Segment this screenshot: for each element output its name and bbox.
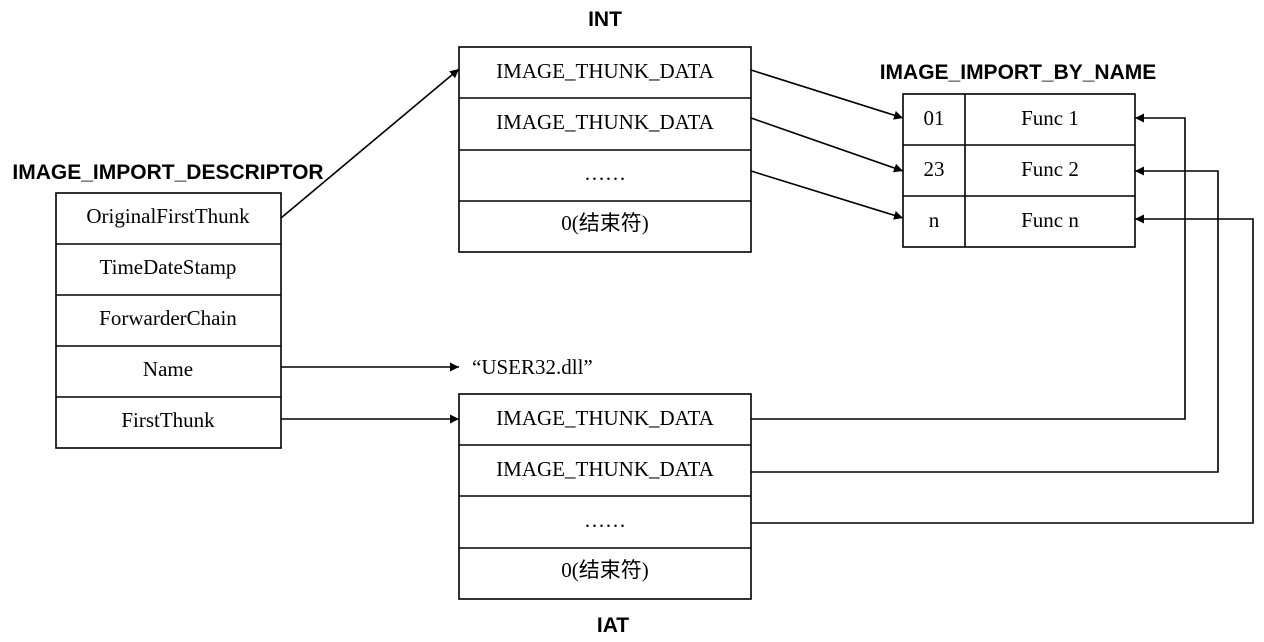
int-to-funcn-arrow	[750, 170, 904, 220]
int-row: IMAGE_THUNK_DATA	[496, 110, 714, 134]
import-by-name-box	[902, 93, 1136, 248]
int-table: IMAGE_THUNK_DATA IMAGE_THUNK_DATA …… 0(结…	[458, 46, 752, 253]
field-first-thunk: FirstThunk	[121, 408, 215, 432]
original-first-thunk-arrow	[280, 68, 460, 219]
field-time-date-stamp: TimeDateStamp	[100, 255, 237, 279]
iat-title: IAT	[597, 614, 629, 637]
hint-cell: 23	[924, 157, 945, 181]
descriptor-box	[55, 192, 282, 449]
iat-to-funcn-arrow	[751, 214, 1254, 524]
int-to-func2-arrow	[750, 117, 904, 173]
iat-row: 0(结束符)	[561, 558, 649, 582]
hint-cell: 01	[924, 106, 945, 130]
iat-row: ……	[584, 508, 626, 532]
int-row: 0(结束符)	[561, 211, 649, 235]
int-row: IMAGE_THUNK_DATA	[496, 59, 714, 83]
iat-to-func2-arrow	[751, 166, 1219, 473]
func-name-cell: Func 1	[1021, 106, 1079, 130]
int-to-func1-arrow	[750, 69, 904, 120]
iat-to-func1-arrow	[751, 113, 1186, 420]
descriptor-title: IMAGE_IMPORT_DESCRIPTOR	[12, 161, 323, 184]
import-by-name-title: IMAGE_IMPORT_BY_NAME	[880, 61, 1157, 84]
descriptor-table: OriginalFirstThunk TimeDateStamp Forward…	[55, 192, 282, 449]
iat-row: IMAGE_THUNK_DATA	[496, 406, 714, 430]
field-name: Name	[143, 357, 193, 381]
import-by-name-table: 01 23 n Func 1 Func 2 Func n	[902, 93, 1136, 248]
field-forwarder-chain: ForwarderChain	[99, 306, 237, 330]
int-row: ……	[584, 161, 626, 185]
dll-name: “USER32.dll”	[472, 355, 593, 379]
func-name-cell: Func n	[1021, 208, 1079, 232]
func-name-cell: Func 2	[1021, 157, 1079, 181]
iat-table: IMAGE_THUNK_DATA IMAGE_THUNK_DATA …… 0(结…	[458, 393, 752, 600]
hint-cell: n	[929, 208, 940, 232]
field-original-first-thunk: OriginalFirstThunk	[86, 204, 250, 228]
iat-row: IMAGE_THUNK_DATA	[496, 457, 714, 481]
int-title: INT	[588, 8, 622, 31]
